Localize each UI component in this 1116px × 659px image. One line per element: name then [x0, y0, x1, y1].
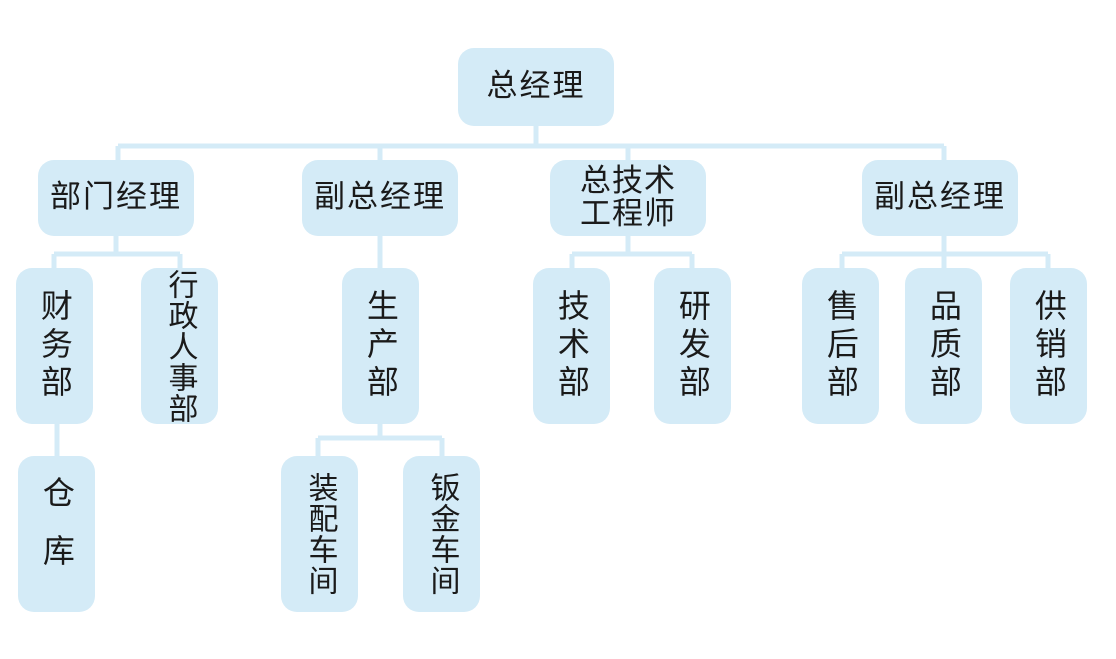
connector-root-level2: [115, 126, 947, 160]
node-label: 研发部: [673, 289, 712, 403]
node-chief-technical-engineer: 总技术 工程师: [550, 160, 706, 236]
node-label: 技术部: [552, 289, 591, 403]
node-rnd-dept: 研发部: [654, 268, 731, 424]
node-department-manager: 部门经理: [38, 160, 194, 236]
node-vice-general-manager-right: 副总经理: [862, 160, 1018, 236]
node-label: 部门经理: [50, 179, 182, 216]
node-supply-sales-dept: 供销部: [1010, 268, 1087, 424]
node-label: 售后部: [821, 289, 860, 403]
node-quality-dept: 品质部: [905, 268, 982, 424]
node-label: 总经理: [486, 68, 586, 105]
connector-chief-engineer: [569, 236, 695, 268]
node-label: 副总经理: [314, 179, 446, 216]
node-label: 仓库: [37, 476, 76, 592]
connector-production-workshops: [315, 424, 445, 456]
node-label-line1: 总技术: [580, 163, 676, 200]
node-finance-dept: 财务部: [16, 268, 93, 424]
node-assembly-workshop: 装配车间: [281, 456, 358, 612]
node-technical-dept: 技术部: [533, 268, 610, 424]
node-label: 财务部: [35, 289, 74, 403]
node-warehouse: 仓库: [18, 456, 95, 612]
connector-department-manager: [51, 236, 183, 268]
node-label: 生产部: [361, 289, 400, 403]
node-sheet-metal-workshop: 钣金车间: [403, 456, 480, 612]
node-label: 供销部: [1029, 289, 1068, 403]
node-vice-general-manager-left: 副总经理: [302, 160, 458, 236]
node-after-sales-dept: 售后部: [802, 268, 879, 424]
node-label: 行政人事部: [162, 268, 198, 424]
node-label: 装配车间: [302, 472, 338, 596]
connector-vp-right: [839, 236, 1051, 268]
node-label-line2: 工程师: [580, 196, 676, 232]
node-label: 副总经理: [874, 179, 1006, 216]
node-label: 钣金车间: [424, 472, 460, 596]
node-general-manager: 总经理: [458, 48, 614, 126]
node-label: 品质部: [924, 289, 963, 403]
node-production-dept: 生产部: [342, 268, 419, 424]
node-admin-hr-dept: 行政人事部: [141, 268, 218, 424]
